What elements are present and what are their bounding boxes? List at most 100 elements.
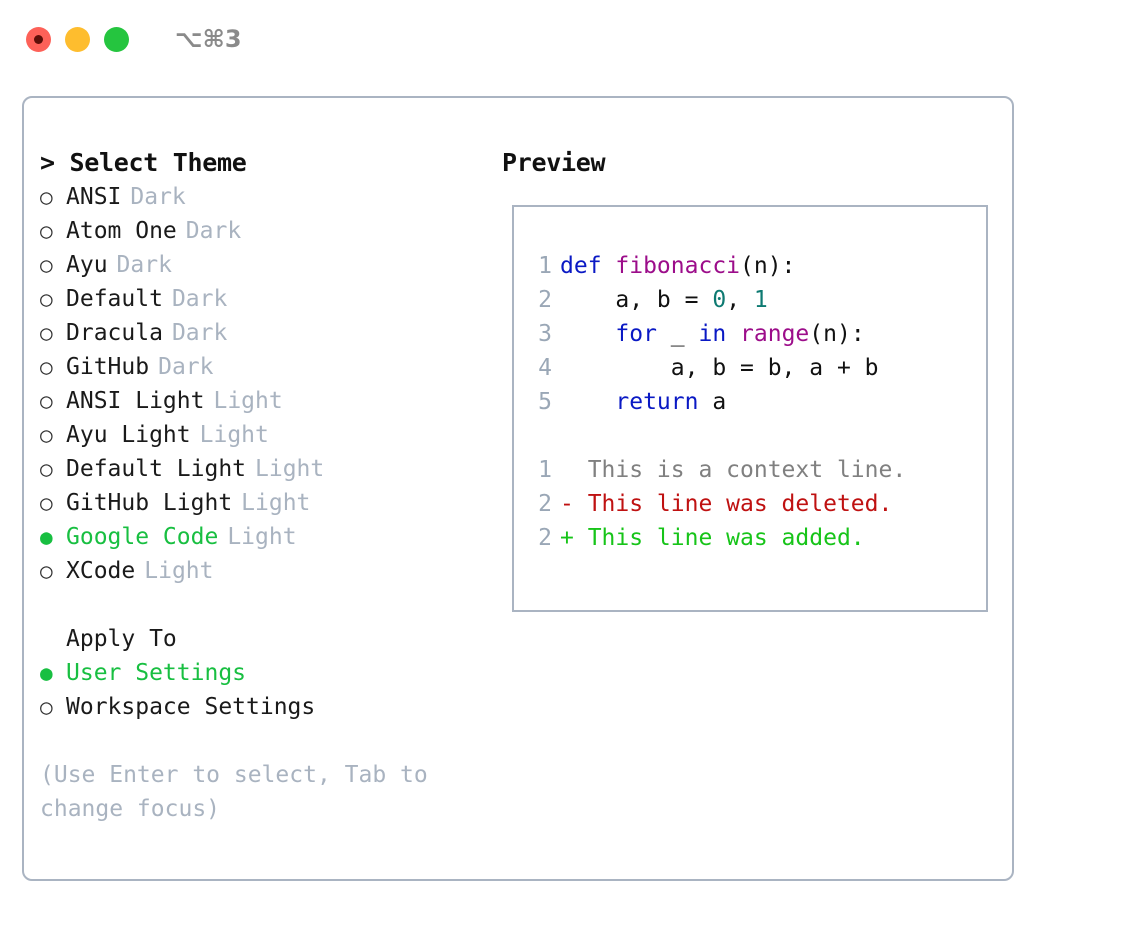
radio-unselected-icon: ○ xyxy=(40,389,53,413)
code-token-kw: return xyxy=(615,389,699,415)
code-token-kw: def xyxy=(560,253,616,279)
code-token-pl xyxy=(560,321,615,347)
code-line-text: return a xyxy=(560,385,726,419)
radio-unselected-icon: ○ xyxy=(40,219,53,243)
diff-line-number: 2 xyxy=(538,525,552,551)
theme-variant-badge: Light xyxy=(199,422,269,448)
theme-option-label: ANSI Light xyxy=(66,388,205,414)
code-token-pl: a, b = b, a + b xyxy=(560,355,879,381)
code-token-kw: for xyxy=(615,321,657,347)
theme-variant-badge: Light xyxy=(213,388,283,414)
theme-variant-badge: Light xyxy=(227,524,297,550)
code-line-text: a, b = b, a + b xyxy=(560,351,879,385)
theme-option-label: Default Light xyxy=(66,456,247,482)
theme-variant-badge: Dark xyxy=(158,354,214,380)
theme-option-github-light[interactable]: ○ GitHub Light Light xyxy=(40,486,494,520)
apply-to-option-workspace-settings[interactable]: ○Workspace Settings xyxy=(40,690,494,724)
radio-unselected-icon: ○ xyxy=(40,355,53,379)
code-token-pl: , xyxy=(726,287,754,313)
select-theme-heading: > Select Theme xyxy=(40,148,247,177)
theme-option-label: ANSI xyxy=(66,184,122,210)
theme-variant-badge: Dark xyxy=(171,320,228,346)
diff-line-number: 2 xyxy=(538,491,552,517)
code-line-number: 1 xyxy=(538,253,552,279)
diff-line-text: - This line was deleted. xyxy=(560,491,893,517)
theme-variant-badge: Dark xyxy=(185,218,242,244)
theme-variant-badge: Light xyxy=(241,490,311,516)
theme-option-label: Ayu Light xyxy=(66,422,191,448)
diff-line-ctx: 1 This is a context line. xyxy=(514,453,986,487)
window-controls xyxy=(26,26,129,52)
theme-option-label: Google Code xyxy=(66,524,219,550)
theme-option-ansi-light[interactable]: ○ ANSI Light Light xyxy=(40,384,494,418)
code-token-num: 1 xyxy=(753,287,768,313)
apply-to-list[interactable]: ● User Settings ○Workspace Settings xyxy=(40,656,494,724)
theme-option-label: Atom One xyxy=(66,218,177,244)
radio-unselected-icon: ○ xyxy=(40,423,53,447)
preview-heading: Preview xyxy=(502,148,606,177)
theme-option-label: Default xyxy=(66,286,163,312)
minimize-button[interactable] xyxy=(65,26,90,52)
zoom-button[interactable] xyxy=(104,26,129,52)
code-line-number: 3 xyxy=(538,321,552,347)
diff-line-del: 2 - This line was deleted. xyxy=(514,487,986,521)
recording-dot-icon xyxy=(34,34,43,44)
radio-unselected-icon: ○ xyxy=(40,457,53,481)
list-spacer xyxy=(40,588,494,622)
theme-variant-badge: Dark xyxy=(130,184,186,210)
diff-line-number: 1 xyxy=(538,457,552,483)
code-line: 5 return a xyxy=(514,385,986,419)
apply-to-option-label: User Settings xyxy=(66,660,247,686)
apply-to-option-label: Workspace Settings xyxy=(66,694,316,720)
apply-to-option-user-settings[interactable]: ● User Settings xyxy=(40,656,494,690)
code-line-number: 5 xyxy=(538,389,552,415)
theme-option-label: Ayu xyxy=(66,252,108,278)
theme-option-ayu-light[interactable]: ○ Ayu Light Light xyxy=(40,418,494,452)
code-line: 4 a, b = b, a + b xyxy=(514,351,986,385)
theme-option-google-code[interactable]: ● Google Code Light xyxy=(40,520,494,554)
radio-unselected-icon: ○ xyxy=(40,321,53,345)
close-button[interactable] xyxy=(26,26,51,52)
code-token-fn: fibonacci xyxy=(615,253,741,279)
code-token-num: 0 xyxy=(712,287,727,313)
code-token-pl xyxy=(726,321,740,347)
radio-unselected-icon: ○ xyxy=(40,559,53,583)
code-token-pl: (n): xyxy=(740,253,796,279)
radio-selected-icon: ● xyxy=(40,661,53,685)
code-diff-gap xyxy=(514,419,986,453)
diff-line-add: 2 + This line was added. xyxy=(514,521,986,555)
theme-option-atom-one[interactable]: ○ Atom One Dark xyxy=(40,214,494,248)
code-token-fn: range xyxy=(740,321,810,347)
title-bar: ⌥⌘3 xyxy=(0,0,1140,78)
code-token-pl: (n): xyxy=(809,321,865,347)
diff-sample: 1 This is a context line. 2 - This line wa… xyxy=(514,453,986,555)
keyboard-hint-text: (Use Enter to select, Tab to change focu… xyxy=(40,762,442,822)
code-token-pl: _ xyxy=(656,321,699,347)
code-line-number: 4 xyxy=(538,355,552,381)
theme-option-label: GitHub Light xyxy=(66,490,233,516)
apply-to-heading: Apply To xyxy=(66,626,177,652)
theme-variant-badge: Dark xyxy=(171,286,228,312)
diff-line-text: This is a context line. xyxy=(560,457,907,483)
radio-selected-icon: ● xyxy=(40,525,53,549)
code-line: 1 def fibonacci(n): xyxy=(514,249,986,283)
radio-unselected-icon: ○ xyxy=(40,491,53,515)
code-token-pl xyxy=(560,389,615,415)
theme-option-label: XCode xyxy=(66,558,136,584)
code-token-pl: a, b = xyxy=(560,287,713,313)
radio-unselected-icon: ○ xyxy=(40,253,53,277)
diff-line-text: + This line was added. xyxy=(560,525,865,551)
code-line-number: 2 xyxy=(538,287,552,313)
